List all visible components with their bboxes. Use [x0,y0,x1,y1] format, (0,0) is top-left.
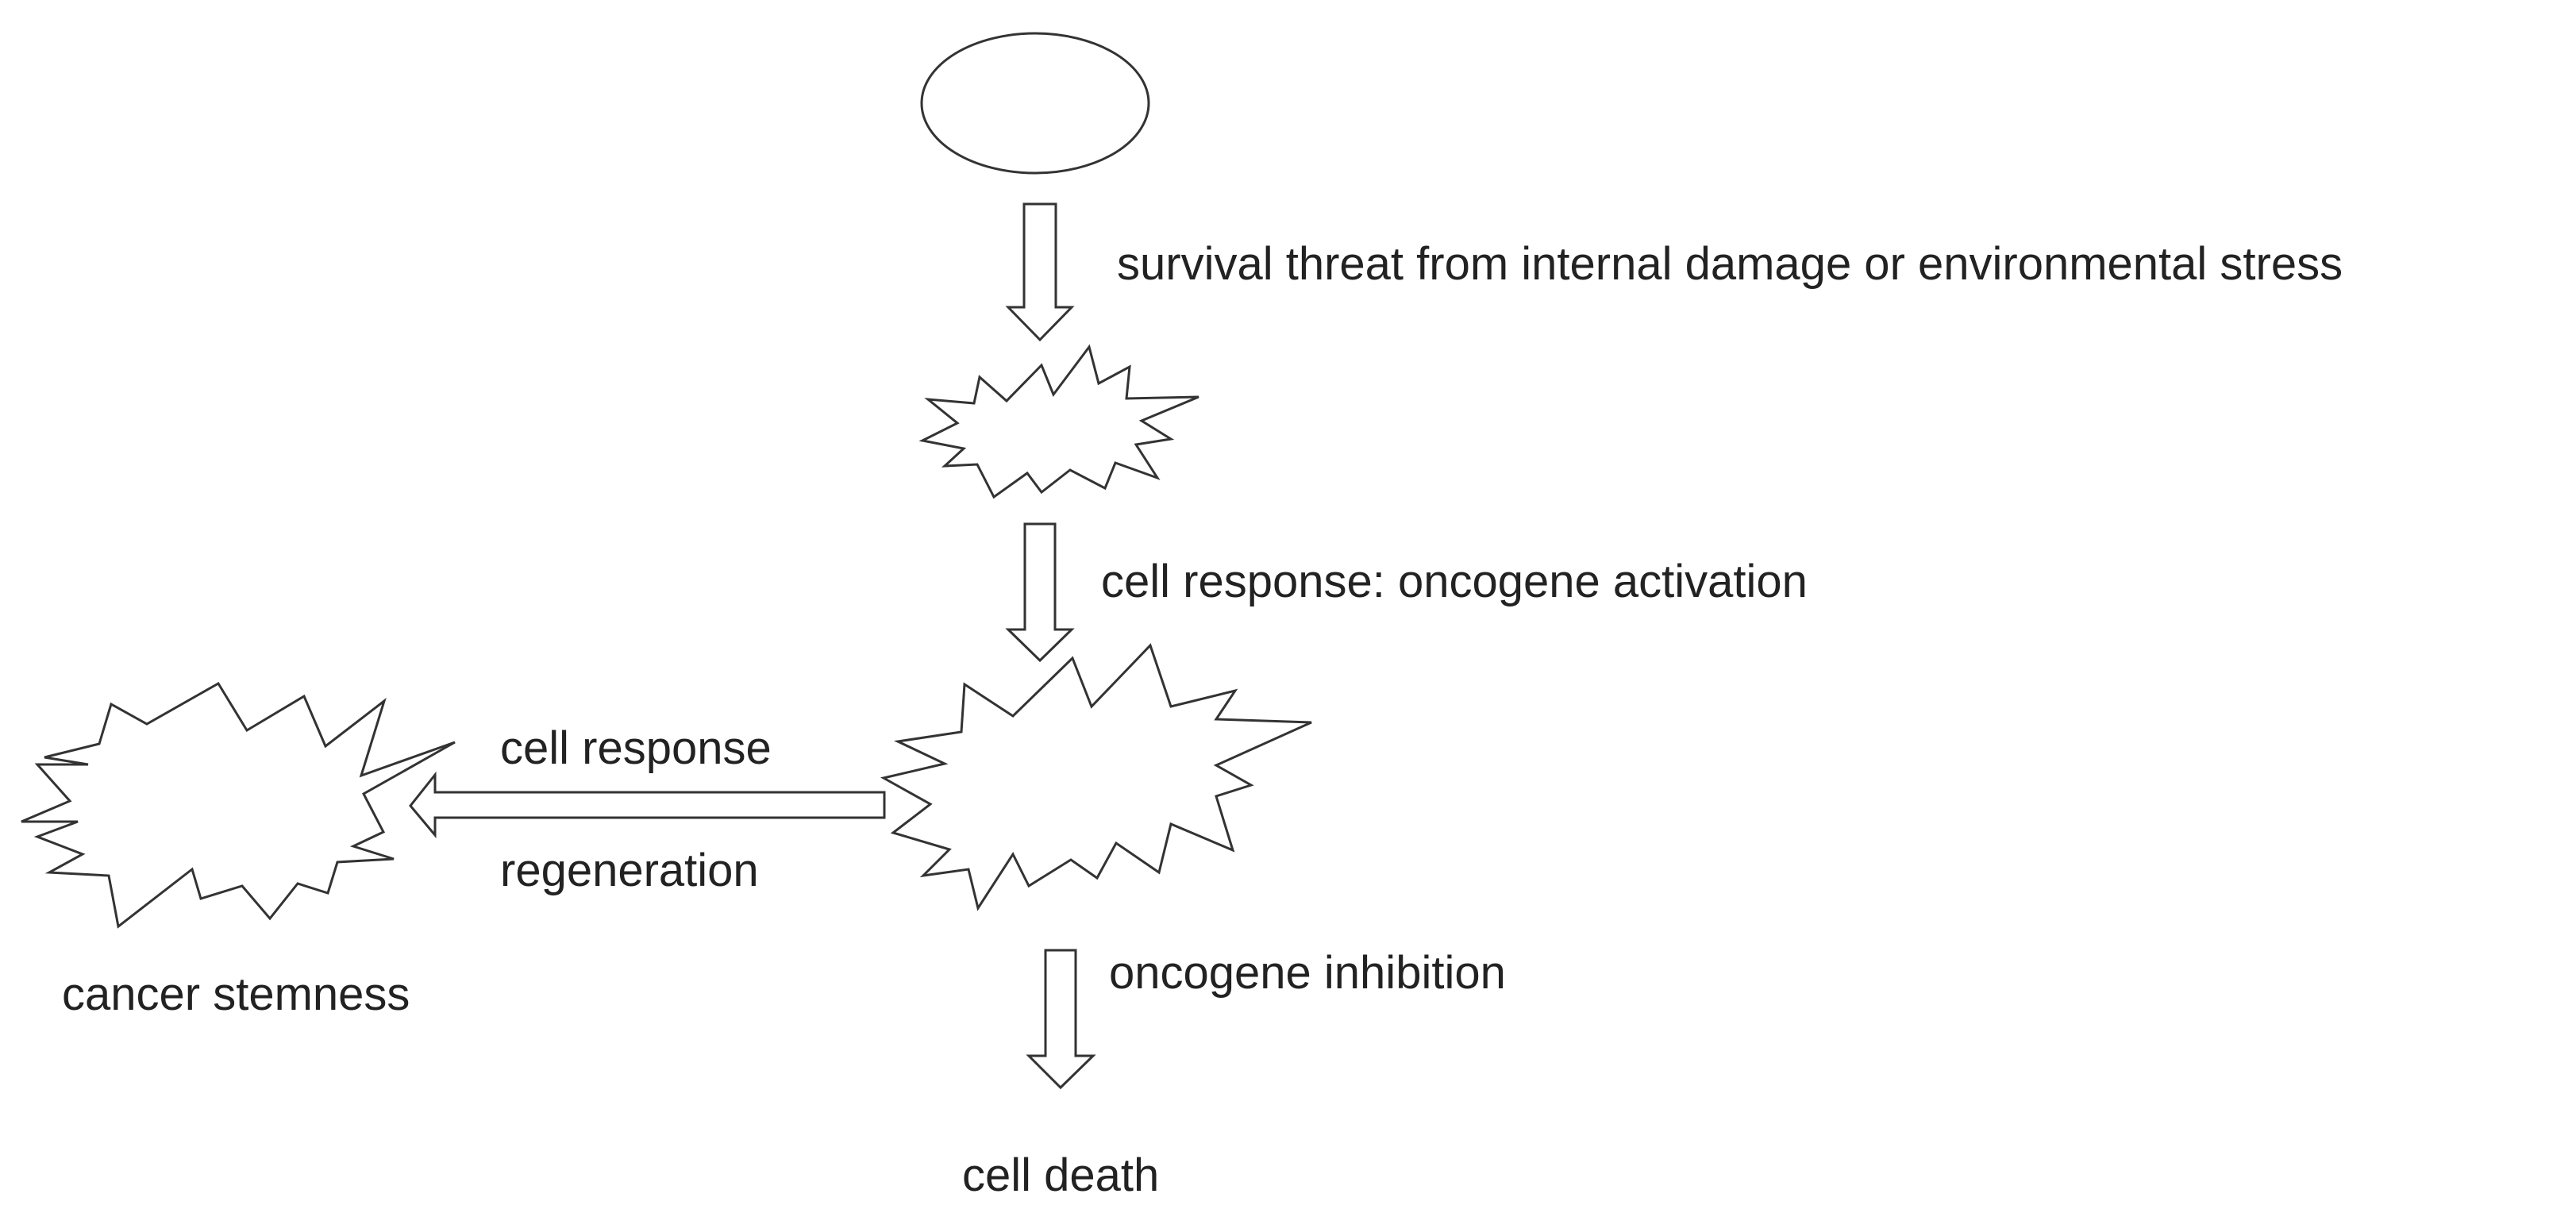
oncogene-active-cell-burst [880,643,1312,911]
arrow-down-oncogene-activation [1005,522,1075,663]
stressed-cell-small-burst [918,344,1199,499]
survival-threat-label: survival threat from internal damage or … [1117,238,2343,290]
cancer-stem-cell-burst [21,681,456,929]
arrow-left-regeneration [409,771,886,839]
oncogene-activation-label: cell response: oncogene activation [1101,556,1808,607]
oncogene-inhibition-label: oncogene inhibition [1109,947,1506,999]
arrow-down-oncogene-inhibition [1026,949,1096,1090]
cell-response-label: cell response [500,722,772,774]
cancer-stemness-label: cancer stemness [62,968,410,1020]
cell-death-label: cell death [962,1149,1159,1201]
arrow-down-survival-threat [1005,202,1075,342]
regeneration-label: regeneration [500,845,759,896]
normal-cell-ellipse [920,32,1150,175]
